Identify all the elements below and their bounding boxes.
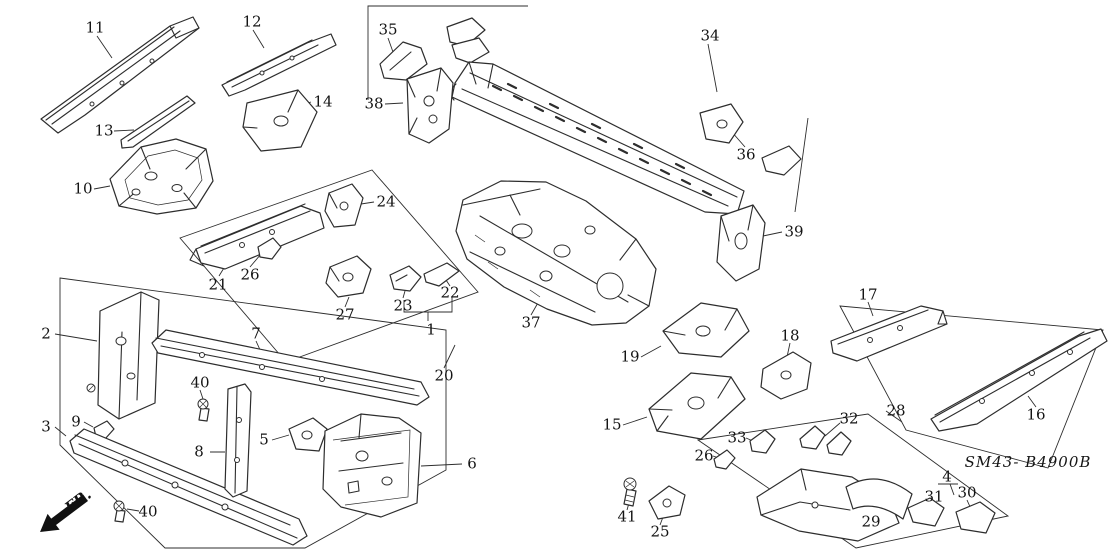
callout-16: 16	[1026, 405, 1046, 424]
part-38-drawing	[406, 67, 454, 144]
callout-7: 7	[251, 324, 261, 343]
part-26-lower-drawing	[713, 449, 736, 470]
part-14-drawing	[242, 89, 318, 152]
callout-8: 8	[194, 442, 204, 461]
callout-9: 9	[71, 412, 81, 431]
callout-38: 38	[364, 94, 384, 113]
group-boundaries	[59, 5, 1104, 549]
callout-1: 1	[426, 320, 436, 339]
callout-13: 13	[94, 121, 114, 140]
callout-5: 5	[259, 430, 269, 449]
part-22-drawing	[423, 262, 460, 287]
callout-12: 12	[242, 12, 262, 31]
callout-28: 28	[886, 401, 906, 420]
callout-39: 39	[784, 222, 804, 241]
callout-31: 31	[924, 487, 944, 506]
part-41-bolt-drawing	[623, 477, 637, 507]
callout-22: 22	[440, 283, 460, 302]
callout-33: 33	[727, 428, 747, 447]
part-30-drawing	[955, 501, 996, 534]
callout-26: 26	[694, 446, 714, 465]
part-29-drawing	[756, 468, 913, 542]
fr-direction-arrow	[40, 494, 88, 533]
callout-34: 34	[700, 26, 720, 45]
part-5-drawing	[288, 417, 328, 452]
part-26-drawing	[257, 237, 282, 260]
part-25-drawing	[648, 485, 686, 520]
callout-6: 6	[467, 454, 477, 473]
part-35-drawing	[379, 17, 490, 81]
part-7-drawing	[151, 329, 430, 406]
diagram-code: SM43- B4900B	[964, 453, 1092, 471]
part-10-drawing	[109, 138, 214, 215]
part-21-drawing	[189, 203, 325, 270]
part-33-drawing	[749, 429, 776, 454]
callout-36: 36	[736, 145, 756, 164]
callout-14: 14	[313, 92, 333, 111]
part-40-bolt-lower-drawing	[113, 500, 126, 523]
callout-37: 37	[521, 313, 541, 332]
callout-2: 2	[41, 324, 51, 343]
part-17-drawing	[830, 305, 948, 362]
callout-23: 23	[393, 296, 413, 315]
part-36-drawing	[699, 103, 802, 176]
callout-26: 26	[240, 265, 260, 284]
part-39-drawing	[716, 204, 766, 282]
callout-11: 11	[85, 18, 105, 37]
part-8-drawing	[224, 383, 252, 498]
callout-4: 4	[942, 467, 952, 486]
part-18-drawing	[760, 351, 812, 400]
callout-10: 10	[73, 179, 93, 198]
part-11-drawing	[40, 16, 200, 134]
part-12-drawing	[221, 33, 337, 97]
part-19-drawing	[662, 302, 750, 358]
callout-17: 17	[858, 285, 878, 304]
part-31-drawing	[907, 497, 945, 527]
callout-19: 19	[620, 347, 640, 366]
callout-35: 35	[378, 20, 398, 39]
part-37-drawing	[455, 180, 657, 326]
part-40-bolt-drawing	[197, 398, 210, 422]
callout-15: 15	[602, 415, 622, 434]
callout-24: 24	[376, 192, 396, 211]
callout-25: 25	[650, 522, 670, 541]
part-34-drawing	[447, 61, 745, 215]
callout-40: 40	[138, 502, 158, 521]
part-27-drawing	[325, 255, 372, 298]
callout-29: 29	[861, 512, 881, 531]
part-15-drawing	[648, 372, 746, 440]
part-13-drawing	[120, 95, 196, 149]
callout-27: 27	[335, 305, 355, 324]
part-24-drawing	[324, 183, 364, 228]
callout-21: 21	[208, 275, 228, 294]
callout-41: 41	[617, 507, 637, 526]
callout-30: 30	[957, 483, 977, 502]
part-32-drawing	[799, 425, 852, 456]
callout-3: 3	[41, 417, 51, 436]
callout-40: 40	[190, 373, 210, 392]
callout-18: 18	[780, 326, 800, 345]
callout-32: 32	[839, 409, 859, 428]
part-6-drawing	[322, 413, 422, 518]
part-2-drawing	[86, 291, 160, 420]
callout-20: 20	[434, 366, 454, 385]
part-23-drawing	[389, 265, 422, 292]
part-3-drawing	[69, 428, 308, 546]
part-16-drawing	[930, 328, 1108, 432]
